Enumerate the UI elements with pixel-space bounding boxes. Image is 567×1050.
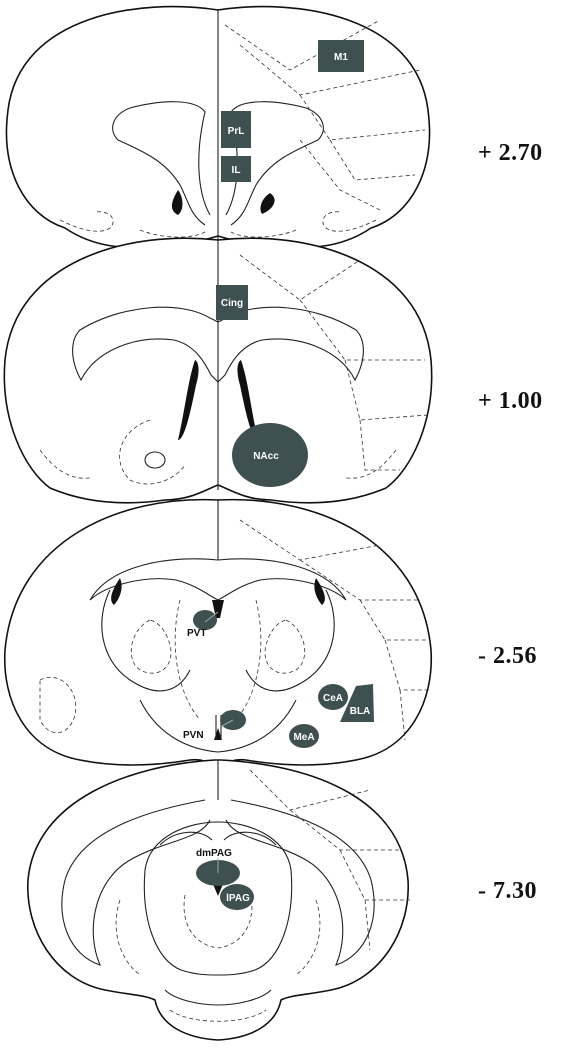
section-1-ventral-boundary [230,229,297,238]
section-1-coronal-slice: M1 PrL IL [5,5,431,249]
section-3-layer-boundary [399,689,406,741]
section-2-striatum-boundary [119,419,186,485]
region-pvn-pointer [221,719,234,727]
region-dmpag-label: dmPAG [196,848,232,859]
section-1-olfactory-boundary [59,211,114,232]
section-4-coronal-slice: dmPAG lPAG [27,759,410,1041]
section-3-ventral-boundary [139,699,297,753]
region-prl-label: PrL [228,126,245,137]
section-3-hypothalamus-boundary [235,599,262,721]
region-pvt-pointer [204,611,219,623]
section-3-coordinate: - 2.56 [478,643,537,669]
section-4-right-cortex-inner [225,799,375,966]
section-1-layer-boundary [329,139,416,181]
section-2-left-ventricle [178,360,199,440]
region-pvn-label: PVN [183,730,204,741]
section-1-layer-boundary [224,19,381,71]
region-cea [318,684,348,710]
section-3-amygdala-boundary-left [39,677,77,733]
section-1-coordinate: + 2.70 [478,140,543,166]
section-4-midbrain-outline [143,821,293,976]
section-2-right-ventricle [237,360,258,440]
section-2-layer-boundary [299,299,425,361]
region-cing [216,285,248,320]
section-3-hypothalamus-boundary [174,599,201,721]
section-4-ventral-boundary [169,1009,267,1022]
section-4-colliculus-left [159,831,213,846]
region-prl [221,111,251,148]
section-4-colliculus-right [223,831,277,846]
section-3-thalamus-boundary [131,619,172,674]
section-1-olfactory-boundary [322,211,377,232]
region-il [221,156,251,182]
region-mea [289,724,319,748]
section-4-hippocampus-boundary [115,899,141,976]
section-2-layer-boundary [344,359,429,421]
section-4-hippocampus-boundary [295,899,321,976]
section-3-coronal-slice: PVT PVN CeA BLA MeA [3,498,433,769]
region-bla-label: BLA [350,706,371,717]
section-2-layer-boundary [359,419,400,471]
section-4-layer-boundary [339,849,410,901]
section-2-coronal-slice: Cing NAcc [3,237,433,504]
section-4-pons [164,989,272,1006]
section-1-left-ventricle [171,190,183,215]
region-nacc-label: NAcc [253,451,279,462]
region-m1 [318,40,364,72]
section-4-left-cortex-inner [61,799,211,966]
section-3-third-ventricle-dorsal [212,600,224,618]
section-4-pag-boundary [183,894,253,949]
region-lpag-label: lPAG [226,893,250,904]
section-1-layer-boundary [299,139,381,211]
section-3-right-lateral-ventricle [314,578,325,605]
section-1-right-ventricle [260,193,275,214]
section-3-corpus-callosum [89,558,347,601]
section-3-left-lateral-ventricle [111,578,122,605]
section-3-hippocampus-right [245,589,335,692]
region-nacc [232,423,308,487]
section-3-thalamus-boundary [264,619,305,674]
region-lpag [220,884,254,910]
region-mea-label: MeA [293,732,314,743]
section-1-left-corpus-callosum [112,101,211,226]
region-il-label: IL [232,165,241,176]
section-2-layer-boundary [239,254,361,301]
region-cea-label: CeA [323,693,343,704]
section-2-coordinate: + 1.00 [478,388,543,414]
region-cing-label: Cing [221,298,243,309]
region-m1-label: M1 [334,52,348,63]
section-4-aqueduct [213,884,223,896]
region-pvt [193,610,217,630]
section-1-ventral-boundary [139,229,206,238]
section-3-hippocampus-left [101,589,191,692]
section-4-brain-outline [27,759,409,1041]
section-2-anterior-commissure [144,451,166,469]
section-4-coordinate: - 7.30 [478,878,537,904]
region-pvt-label: PVT [187,628,206,639]
region-bla [340,684,374,722]
section-4-layer-boundary [364,899,371,951]
section-3-layer-boundary [359,599,430,641]
